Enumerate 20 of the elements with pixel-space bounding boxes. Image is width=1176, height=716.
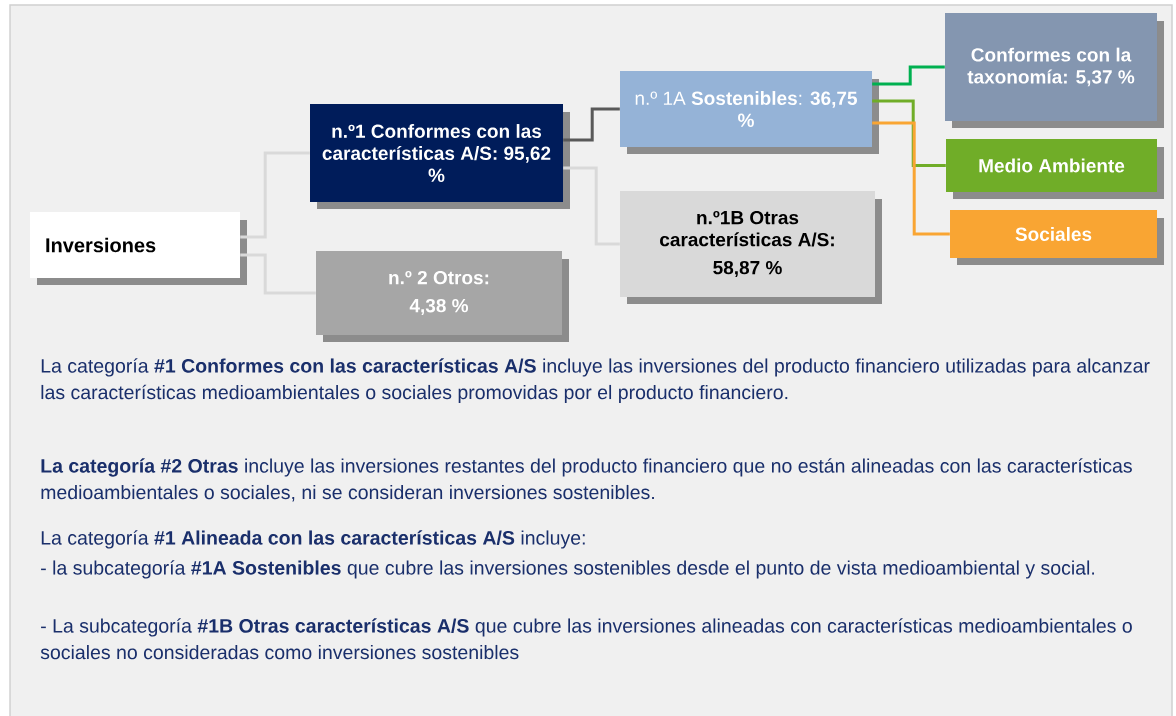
- description-paragraph: - La subcategoría #1B Otras características A/S que cubre las inversiones alineadas con características medioambientales o sociales no consideradas como inversiones sostenibles: [40, 618, 1132, 660]
- description-paragraph: La categoría #1 Alineada con las características A/S incluye:: [41, 530, 585, 549]
- connector-line: [872, 65, 945, 86]
- root-box: Inversiones: [30, 212, 247, 285]
- connector-line: [872, 121, 950, 236]
- category-box: Conformes con la taxonomía: 5,37 %: [945, 13, 1164, 128]
- connector-line: [872, 99, 946, 167]
- description-paragraph: La categoría #2 Otras incluye las inversiones restantes del producto financiero que no están alineadas con las características medioambientales o sociales, ni se consideran inversiones sostenibles.: [41, 458, 1132, 502]
- category-box: n.º1B Otras características A/S: 58,87 %: [620, 191, 882, 304]
- category-box: Medio Ambiente: [946, 139, 1164, 199]
- category-box: n.º1 Conformes con las características A/S: 95,62 %: [310, 104, 570, 209]
- description-paragraph: - la subcategoría #1A Sostenibles que cubre las inversiones sostenibles desde el punto de vista medioambiental y social.: [41, 560, 1094, 579]
- connector-line: [240, 151, 310, 239]
- connector-line: [563, 107, 620, 142]
- category-box: n.º 1A Sostenibles: 36,75 %: [620, 71, 879, 154]
- category-box: n.º 2 Otros: 4,38 %: [316, 251, 569, 342]
- connector-line: [240, 253, 316, 295]
- connector-line: [563, 166, 620, 246]
- category-box: Sociales: [950, 210, 1164, 265]
- description-paragraph: La categoría #1 Conformes con las características A/S incluye las inversiones del producto financiero utilizadas para alcanzar las características medioambientales o sociales promovidas por el producto financiero.: [41, 358, 1150, 404]
